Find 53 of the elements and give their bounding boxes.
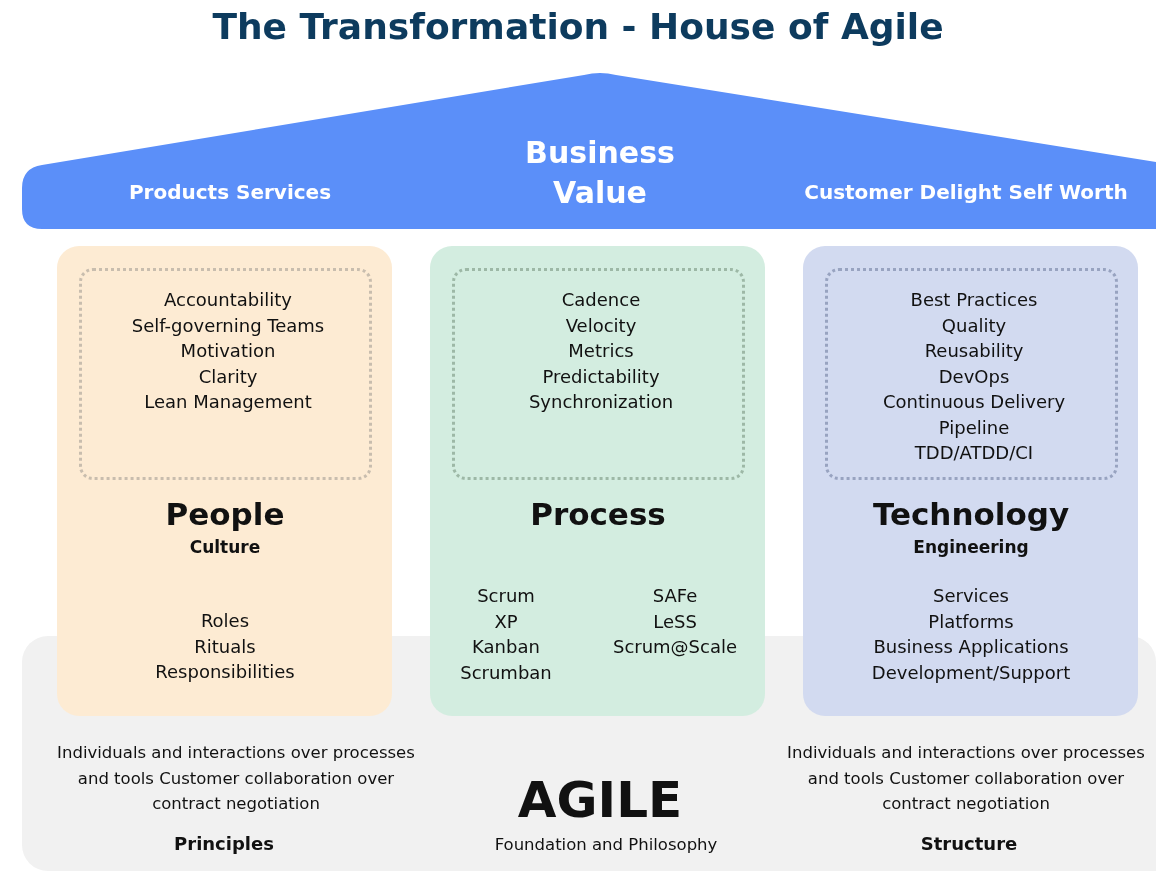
list-item: Predictability	[541, 364, 661, 389]
pillar-heading: Technology	[871, 495, 1071, 533]
list-item: Rituals	[193, 634, 257, 659]
diagram-title: The Transformation - House of Agile	[211, 6, 945, 47]
principle-text: Individuals and interactions over processes and tools Customer collaboration over contract negotiation	[786, 742, 1146, 815]
pillar-subheading: Engineering	[912, 536, 1030, 558]
dotted-box	[452, 268, 745, 480]
foundation-subtitle: Foundation and Philosophy	[493, 834, 719, 856]
list-item: Quality	[940, 313, 1008, 338]
pillar-panel	[57, 246, 392, 716]
section-label: Structure	[919, 832, 1019, 856]
list-item: SAFe	[651, 584, 699, 608]
roof-label: Products Services	[127, 179, 333, 206]
list-item: Motivation	[179, 339, 277, 363]
list-item: Reusability	[923, 339, 1025, 363]
dotted-box	[79, 268, 372, 480]
list-item: Scrum	[476, 584, 536, 608]
list-item: TDD/ATDD/CI	[913, 441, 1035, 465]
list-item: XP	[493, 609, 519, 634]
roof-heading: Business Value	[524, 134, 676, 212]
list-item: Development/Support	[870, 660, 1072, 685]
list-item: Metrics	[567, 339, 635, 363]
list-item: Accountability	[163, 288, 293, 312]
list-item: DevOps	[937, 364, 1011, 389]
principle-text: Individuals and interactions over processes and tools Customer collaboration over contract negotiation	[56, 742, 416, 815]
list-item: Best Practices	[909, 288, 1039, 312]
pillar-panel	[430, 246, 765, 716]
pillar-heading: Process	[529, 495, 667, 533]
roof-banner	[22, 70, 1156, 229]
list-item: Services	[932, 584, 1010, 608]
list-item: Pipeline	[937, 415, 1011, 440]
list-item: Synchronization	[527, 390, 675, 414]
section-label: Principles	[173, 832, 275, 856]
list-item: Cadence	[560, 288, 642, 312]
pillar-subheading: Culture	[188, 536, 262, 558]
foundation-heading: AGILE	[516, 770, 684, 830]
list-item: Business Applications	[872, 635, 1070, 659]
pillar-heading: People	[164, 495, 286, 533]
pillar-panel	[803, 246, 1138, 716]
list-item: Velocity	[564, 313, 638, 338]
dotted-box	[825, 268, 1118, 480]
list-item: Roles	[199, 609, 251, 633]
list-item: Scrum@Scale	[611, 635, 739, 659]
list-item: Clarity	[197, 364, 259, 389]
list-item: Self-governing Teams	[130, 313, 326, 338]
list-item: Platforms	[927, 609, 1015, 634]
list-item: Scrumban	[459, 660, 553, 685]
list-item: Kanban	[471, 635, 541, 659]
list-item: Continuous Delivery	[881, 390, 1067, 414]
list-item: Responsibilities	[154, 660, 296, 684]
list-item: LeSS	[652, 609, 698, 634]
list-item: Lean Management	[143, 390, 313, 414]
roof-label: Customer Delight Self Worth	[803, 179, 1129, 206]
